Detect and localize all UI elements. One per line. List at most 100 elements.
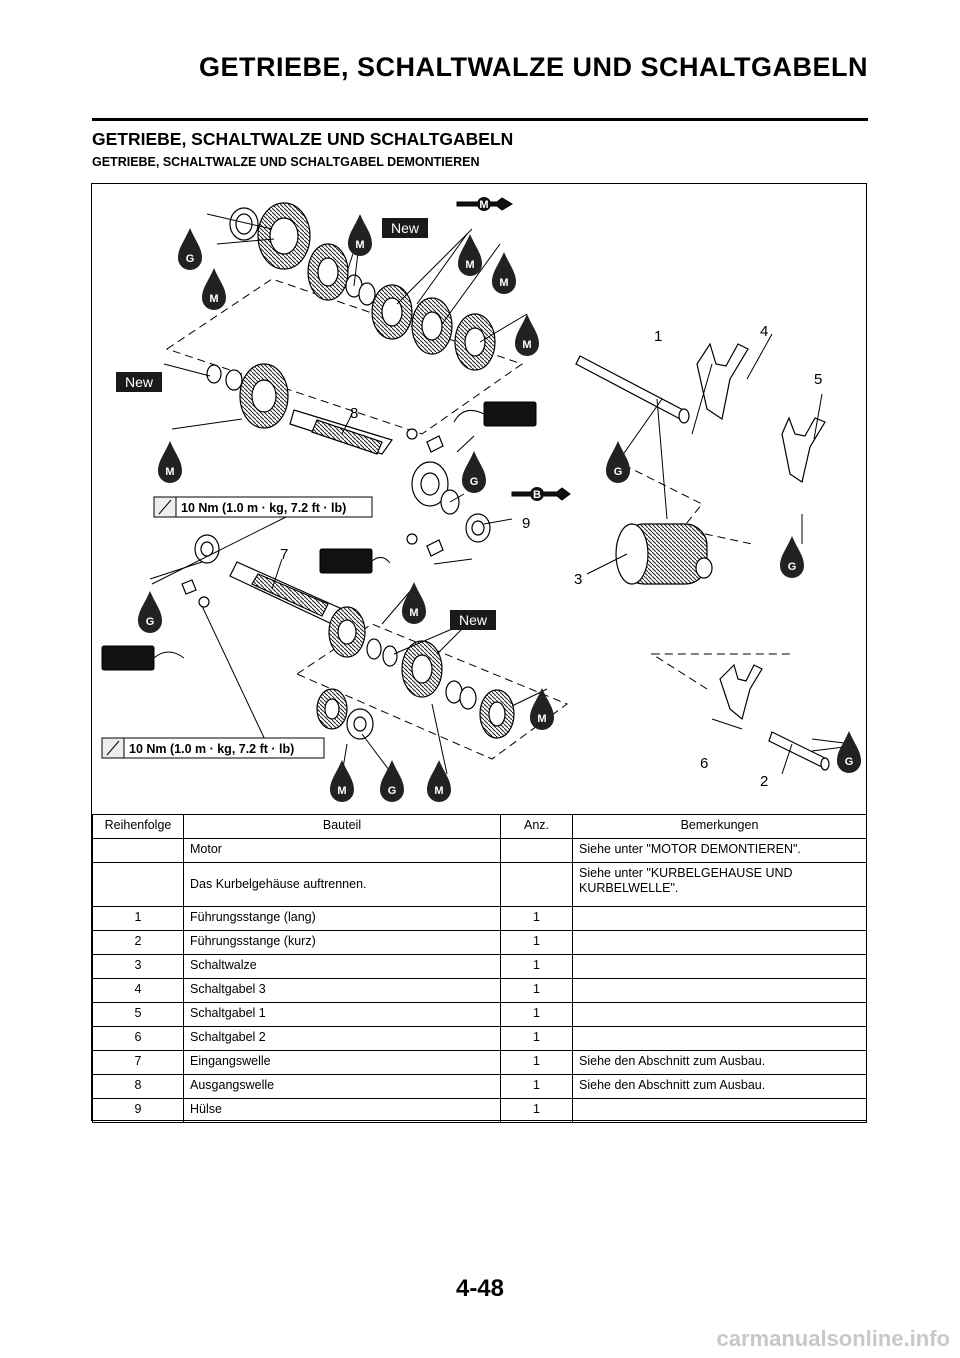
callout-6: 6 — [700, 755, 708, 772]
page-header-title: GETRIEBE, SCHALTWALZE UND SCHALTGABELN — [199, 52, 868, 82]
cell-part: Schaltgabel 2 — [183, 1026, 501, 1051]
lub-m-5: M — [522, 339, 531, 351]
page-number: 4-48 — [455, 1275, 505, 1302]
cell-qty: 1 — [500, 954, 573, 979]
cell-remarks: Siehe unter "MOTOR DEMONTIEREN". — [572, 838, 867, 863]
cell-part: Ausgangswelle — [183, 1074, 501, 1099]
figure-frame: G M M M M M M G G M M M G M G G G M B — [91, 183, 867, 1123]
cell-part: Schaltgabel 1 — [183, 1002, 501, 1027]
parts-table: Reihenfolge Bauteil Anz. Bemerkungen Mot… — [92, 814, 867, 1123]
cell-remarks: Siehe den Abschnitt zum Ausbau. — [572, 1050, 867, 1075]
output-gear-cluster — [229, 202, 496, 371]
lub-g-6: G — [788, 561, 797, 573]
cell-part: Hülse — [183, 1098, 501, 1123]
section-title: GETRIEBE, SCHALTWALZE UND SCHALTGABELN — [92, 129, 514, 149]
cell-qty: 1 — [500, 1026, 573, 1051]
lub-m-2: M — [355, 239, 364, 251]
table-row: 5 Schaltgabel 1 1 — [92, 1002, 867, 1027]
header-part: Bauteil — [183, 814, 501, 839]
lub-m-7: M — [409, 607, 418, 619]
cell-qty: 1 — [500, 930, 573, 955]
input-shaft — [194, 534, 515, 740]
lub-m-tube-badge — [477, 197, 491, 211]
cell-remarks: Siehe den Abschnitt zum Ausbau. — [572, 1074, 867, 1099]
lub-g-3: G — [146, 616, 155, 628]
table-row: 1 Führungsstange (lang) 1 — [92, 906, 867, 931]
lub-g-2: G — [470, 476, 479, 488]
small-hardware — [181, 428, 444, 608]
header-qty: Anz. — [500, 814, 573, 839]
cell-order: 5 — [92, 1002, 184, 1027]
cell-order: 1 — [92, 906, 184, 931]
cell-part: Führungsstange (lang) — [183, 906, 501, 931]
header-order: Reihenfolge — [92, 814, 184, 839]
lub-g-1: G — [186, 253, 195, 265]
cell-qty: 1 — [500, 1074, 573, 1099]
cell-order: 4 — [92, 978, 184, 1003]
header-rule — [92, 118, 868, 121]
lub-m-8: M — [537, 713, 546, 725]
cell-part: Schaltgabel 3 — [183, 978, 501, 1003]
lub-m-1: M — [209, 293, 218, 305]
cell-part: Eingangswelle — [183, 1050, 501, 1075]
new-badges — [116, 218, 496, 630]
callout-5: 5 — [814, 371, 822, 388]
cell-order — [92, 838, 184, 863]
callout-3: 3 — [574, 571, 582, 588]
shift-mechanism — [575, 342, 830, 771]
output-shaft — [206, 363, 491, 543]
cell-remarks — [572, 930, 867, 955]
subsection-title: GETRIEBE, SCHALTWALZE UND SCHALTGABEL DE… — [92, 155, 480, 169]
cell-order: 8 — [92, 1074, 184, 1099]
cell-remarks — [572, 1098, 867, 1123]
table-row: 6 Schaltgabel 2 1 — [92, 1026, 867, 1051]
torque-label-top: 10 Nm (1.0 m · kg, 7.2 ft · lb) — [181, 501, 346, 515]
callout-1: 1 — [654, 328, 662, 345]
cell-qty: 1 — [500, 978, 573, 1003]
lub-b-tube-badge — [530, 487, 544, 501]
cell-remarks: Siehe unter "KURBELGEHAUSE UND KURBELWEL… — [572, 862, 867, 907]
cell-order: 3 — [92, 954, 184, 979]
table-row: 7 Eingangswelle 1 Siehe den Abschnitt zu… — [92, 1050, 867, 1075]
cell-qty: 1 — [500, 1002, 573, 1027]
lub-m-3: M — [465, 259, 474, 271]
cell-order: 2 — [92, 930, 184, 955]
table-row: 4 Schaltgabel 3 1 — [92, 978, 867, 1003]
cell-part: Schaltwalze — [183, 954, 501, 979]
lub-m-6: M — [165, 466, 174, 478]
lub-m-tube: M — [479, 199, 488, 211]
torque-label-bottom: 10 Nm (1.0 m · kg, 7.2 ft · lb) — [129, 742, 294, 756]
cell-order — [92, 862, 184, 907]
lub-m-9: M — [337, 785, 346, 797]
lub-g-4: G — [388, 785, 397, 797]
cell-qty: 1 — [500, 906, 573, 931]
cell-qty — [500, 838, 573, 863]
lub-m-4: M — [499, 277, 508, 289]
cell-part: Führungsstange (kurz) — [183, 930, 501, 955]
cell-order: 9 — [92, 1098, 184, 1123]
lubricant-letters: G M M M M M M G G M M M G M G G G M B — [146, 197, 854, 797]
table-row: 8 Ausgangswelle 1 Siehe den Abschnitt zu… — [92, 1074, 867, 1099]
cell-qty: 1 — [500, 1050, 573, 1075]
cell-qty — [500, 862, 573, 907]
lub-m-10: M — [434, 785, 443, 797]
cell-remarks — [572, 978, 867, 1003]
new-badge-2: New — [125, 374, 154, 390]
callout-4: 4 — [760, 323, 768, 340]
callout-8: 8 — [350, 405, 358, 422]
lub-g-7: G — [845, 756, 854, 768]
header-remarks: Bemerkungen — [572, 814, 867, 839]
callout-2: 2 — [760, 773, 768, 790]
table-row: 2 Führungsstange (kurz) 1 — [92, 930, 867, 955]
torque-boxes — [101, 496, 373, 759]
table-row: 9 Hülse 1 — [92, 1098, 867, 1123]
cell-part: Motor — [183, 838, 501, 863]
table-row: 3 Schaltwalze 1 — [92, 954, 867, 979]
assembly-outlines — [165, 278, 792, 760]
cell-remarks — [572, 906, 867, 931]
cell-part: Das Kurbelgehäuse auftrennen. — [183, 862, 501, 907]
cell-order: 7 — [92, 1050, 184, 1075]
cell-remarks — [572, 1002, 867, 1027]
cell-remarks — [572, 954, 867, 979]
table-row: Das Kurbelgehäuse auftrennen. Siehe unte… — [92, 862, 867, 907]
